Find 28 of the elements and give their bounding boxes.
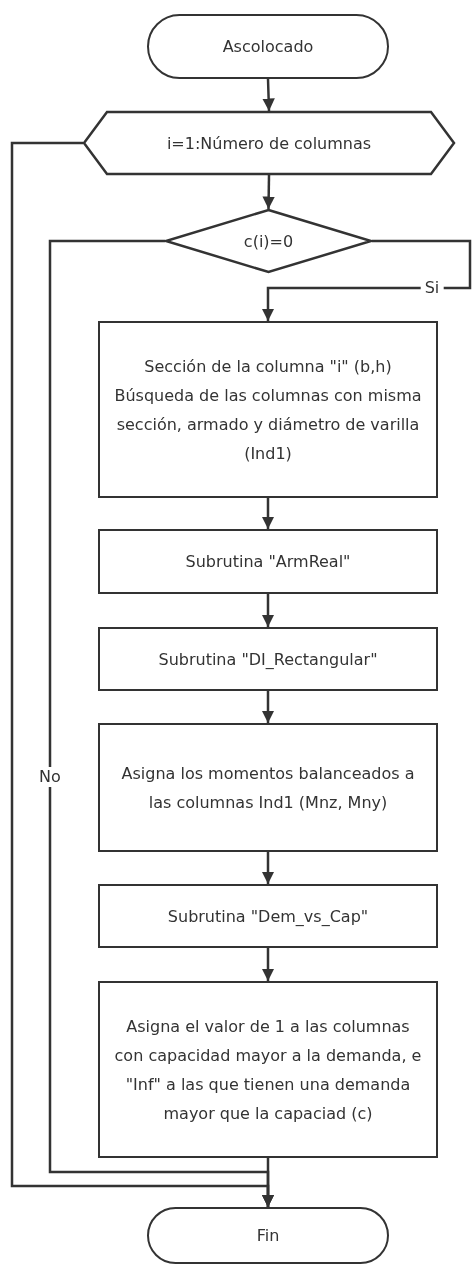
node-text: Asigna el valor de 1 a las columnas con capacidad mayor a la demanda, e "Inf" a las que tienen una demanda mayor que la capaciad (c) (113, 1015, 423, 1125)
node-text: Subrutina "ArmReal" (184, 551, 352, 573)
node-text: Fin (255, 1225, 281, 1247)
node-text: Subrutina "Dem_vs_Cap" (166, 905, 370, 928)
arrow (261, 594, 275, 627)
process-box (98, 981, 438, 1158)
process-box (98, 321, 438, 498)
arrow (262, 78, 275, 112)
arrow (10, 141, 275, 1207)
process-box (98, 723, 438, 852)
arrow (261, 498, 275, 529)
node-text: c(i)=0 (242, 230, 295, 253)
node-text: Subrutina "DI_Rectangular" (157, 648, 379, 671)
node-text: i=1:Número de columnas (165, 132, 373, 155)
loop-hexagon (83, 111, 455, 175)
process-box (98, 627, 438, 691)
arrow (262, 175, 275, 209)
arrow (261, 948, 275, 981)
node-text: Asigna los momentos balanceados a las columnas Ind1 (Mnz, Mny) (120, 762, 416, 814)
node-text: Sección de la columna "i" (b,h) Búsqueda de las columnas con misma sección, armado y diámetro de varilla (Ind1) (113, 355, 423, 465)
process-box (98, 884, 438, 948)
process-box (98, 529, 438, 594)
end-terminator (147, 1207, 389, 1264)
node-text: Ascolocado (221, 36, 315, 58)
arrow (261, 691, 275, 723)
arrow (261, 239, 472, 321)
arrow (261, 852, 275, 884)
decision-diamond (165, 209, 372, 273)
